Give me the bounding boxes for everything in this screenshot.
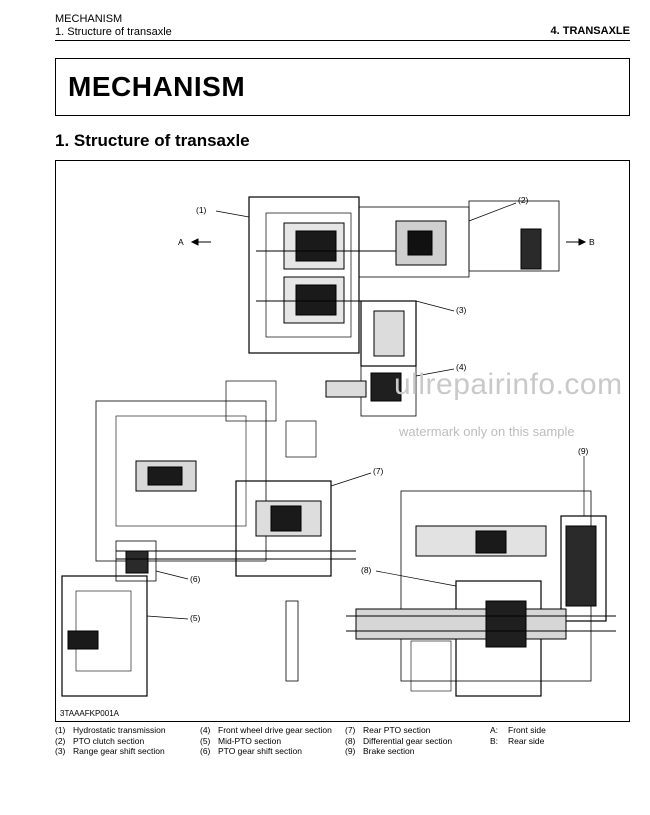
arrow-b-label: B bbox=[589, 237, 595, 247]
transaxle-drawing: (1) (2) (3) (4) (5) (6) (7) (8) (9) A B bbox=[61, 195, 616, 697]
running-header: MECHANISM 1. Structure of transaxle bbox=[55, 13, 172, 39]
legend-item: (9)Brake section bbox=[345, 746, 415, 756]
arrow-a-label: A bbox=[178, 237, 184, 247]
legend-col-3: (7)Rear PTO section (8)Differential gear… bbox=[345, 725, 452, 757]
header-chapter: 4. TRANSAXLE bbox=[550, 25, 630, 37]
callout-4: (4) bbox=[456, 362, 467, 372]
header-section: MECHANISM bbox=[55, 13, 123, 25]
legend-item: (8)Differential gear section bbox=[345, 735, 453, 746]
section-frame-5 bbox=[61, 575, 148, 697]
section-frame-6 bbox=[115, 540, 157, 582]
section-frame-9 bbox=[560, 515, 607, 622]
legend-item: (5)Mid-PTO section bbox=[200, 735, 282, 746]
legend-item: (7)Rear PTO section bbox=[345, 725, 431, 735]
subsection-title: 1. Structure of transaxle bbox=[55, 131, 250, 150]
section-title: MECHANISM bbox=[68, 71, 246, 102]
callout-8: (8) bbox=[361, 565, 372, 575]
section-title-box: MECHANISM bbox=[55, 58, 630, 116]
callout-2: (2) bbox=[518, 195, 529, 205]
legend-item: A:Front side bbox=[490, 725, 546, 735]
header-subsection: 1. Structure of transaxle bbox=[55, 26, 172, 38]
legend-item: B:Rear side bbox=[490, 735, 545, 746]
watermark-note: watermark only on this sample bbox=[399, 424, 575, 439]
callout-1: (1) bbox=[196, 205, 207, 215]
callout-7: (7) bbox=[373, 466, 384, 476]
section-frame-1 bbox=[248, 196, 360, 354]
watermark-site: ullrepairinfo.com bbox=[394, 368, 623, 401]
callout-3: (3) bbox=[456, 305, 467, 315]
header-rule bbox=[55, 40, 630, 41]
callout-9: (9) bbox=[578, 446, 589, 456]
legend-item: (2)PTO clutch section bbox=[55, 735, 145, 746]
legend-item: (1)Hydrostatic transmission bbox=[55, 725, 166, 735]
legend-col-2: (4)Front wheel drive gear section (5)Mid… bbox=[200, 725, 332, 757]
transaxle-figure: (1) (2) (3) (4) (5) (6) (7) (8) (9) A B … bbox=[55, 160, 630, 722]
callout-5: (5) bbox=[190, 613, 201, 623]
figure-id: 3TAAAFKP001A bbox=[60, 709, 119, 718]
legend-col-1: (1)Hydrostatic transmission (2)PTO clutc… bbox=[55, 725, 166, 757]
legend-item: (3)Range gear shift section bbox=[55, 746, 165, 756]
legend-item: (6)PTO gear shift section bbox=[200, 746, 302, 756]
legend-col-4: A:Front side B:Rear side bbox=[490, 725, 546, 746]
legend-item: (4)Front wheel drive gear section bbox=[200, 725, 332, 735]
callout-6: (6) bbox=[190, 574, 201, 584]
section-frame-7 bbox=[235, 480, 332, 577]
